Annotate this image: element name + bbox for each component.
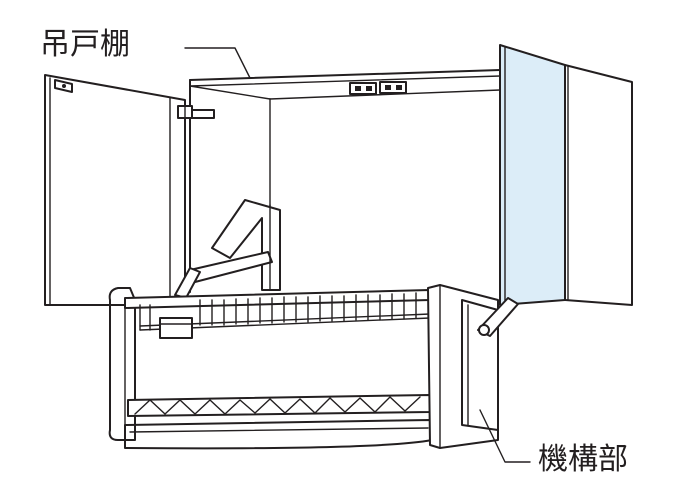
lift-arm (174, 199, 281, 299)
mechanism-label: 機構部 (538, 442, 628, 477)
power-outlet (349, 81, 407, 95)
left-cabinet-door (44, 74, 186, 306)
mechanism-housing (427, 284, 519, 449)
door-catch (54, 79, 73, 93)
door-hinge (177, 105, 215, 119)
right-cabinet-door (564, 64, 633, 306)
cabinet-label: 吊戸棚 (40, 27, 130, 62)
cabinet-callout-line (184, 47, 251, 79)
mirror-door-panel (499, 44, 566, 306)
mechanism-callout-line (479, 409, 531, 463)
dish-rack-basket (108, 287, 433, 450)
